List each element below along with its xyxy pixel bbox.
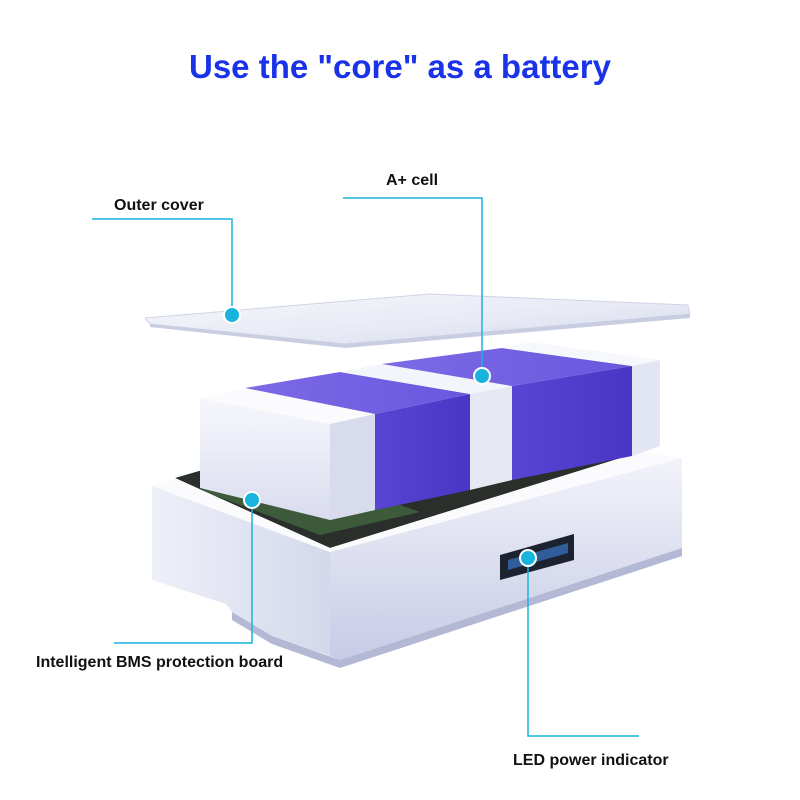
cell-label: A+ cell [386, 172, 439, 189]
callout-dot-bms [243, 491, 261, 509]
callout-lines [92, 197, 639, 737]
callout-line-bms [114, 500, 253, 644]
page-title: Use the "core" as a battery [189, 48, 611, 85]
callout-dot-cell [473, 367, 491, 385]
cell-module [200, 342, 660, 520]
callout-line-outer-cover [92, 218, 233, 315]
led-indicator-label: LED power indicator [513, 752, 669, 769]
bms-label: Intelligent BMS protection board [36, 654, 284, 671]
callout-line-led [527, 558, 639, 737]
callout-line-cell [343, 197, 483, 376]
callout-dot-led [519, 549, 537, 567]
outer-cover-label: Outer cover [114, 197, 204, 214]
callout-dot-outer-cover [223, 306, 241, 324]
outer-cover-plate [144, 293, 691, 348]
